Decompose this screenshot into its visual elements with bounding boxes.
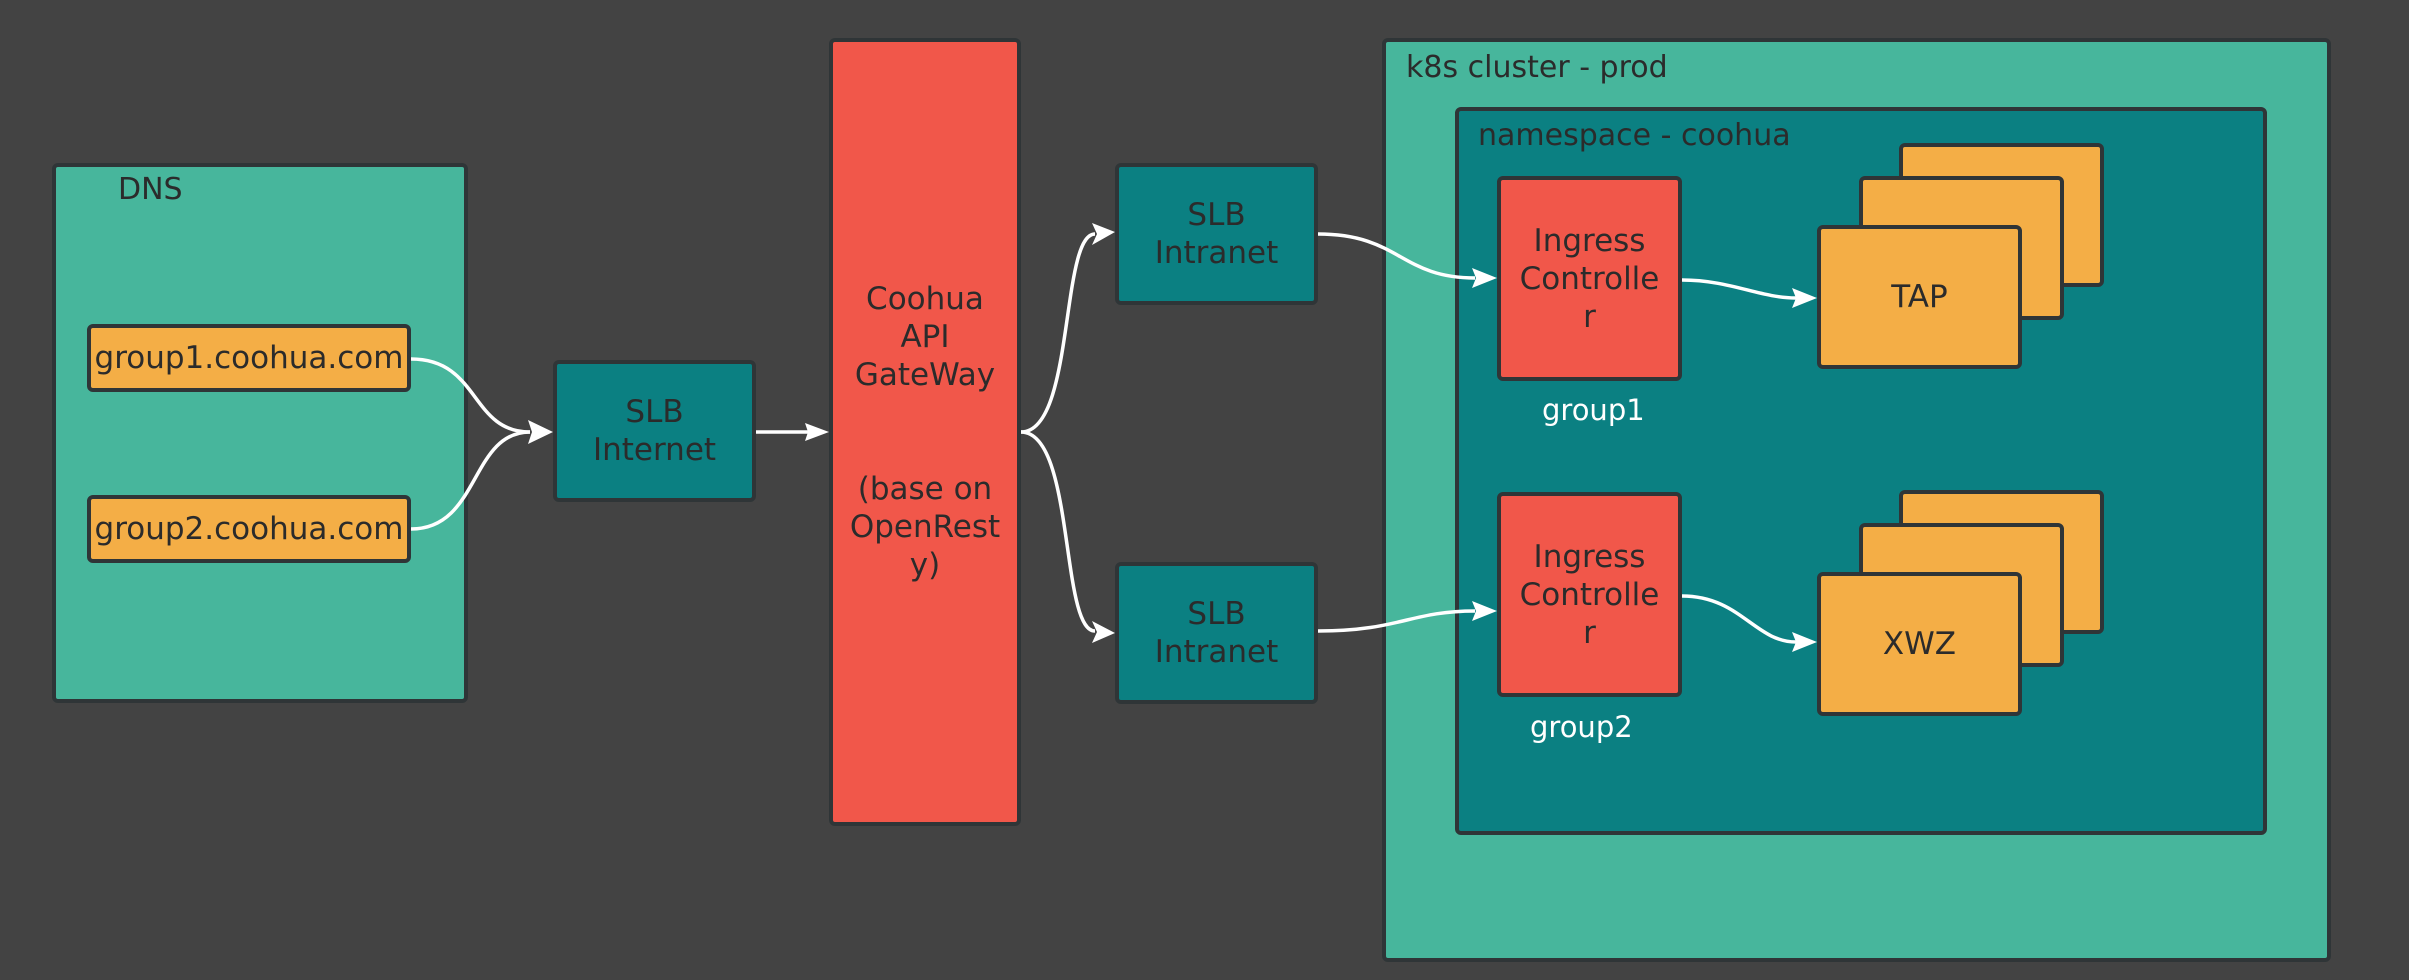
- slb-intranet-top[interactable]: SLB Intranet: [1115, 163, 1318, 305]
- k8s-cluster-title: k8s cluster - prod: [1406, 50, 1668, 85]
- arrowhead-gateway-to-slb-intranet-top: [1092, 223, 1115, 245]
- slb-intranet-top-label: SLB Intranet: [1154, 197, 1279, 271]
- ingress-controller-group2[interactable]: Ingress Controlle r: [1497, 492, 1682, 697]
- domain-group1[interactable]: group1.coohua.com: [87, 324, 411, 392]
- tap-service-label: TAP: [1891, 279, 1948, 315]
- ingress-controller-group1-label: Ingress Controlle r: [1519, 222, 1660, 335]
- arrow-gateway-to-slb-intranet-bottom: [1020, 430, 1096, 633]
- xwz-service[interactable]: XWZ: [1817, 572, 2022, 716]
- arrowhead-slb-internet-to-gateway: [805, 423, 829, 441]
- slb-internet-label: SLB Internet: [592, 394, 717, 468]
- arrowhead-gateway-to-slb-intranet-bottom: [1092, 621, 1115, 643]
- group2-label: group2: [1530, 710, 1633, 744]
- slb-intranet-bottom[interactable]: SLB Intranet: [1115, 562, 1318, 704]
- dns-container: [52, 163, 468, 703]
- domain-group1-label: group1.coohua.com: [94, 340, 404, 376]
- api-gateway[interactable]: Coohua API GateWay (base on OpenRest y): [829, 38, 1021, 826]
- group1-label: group1: [1542, 393, 1645, 427]
- dns-title: DNS: [118, 172, 183, 207]
- namespace-title: namespace - coohua: [1478, 118, 1791, 153]
- tap-service[interactable]: TAP: [1817, 225, 2022, 369]
- ingress-controller-group2-label: Ingress Controlle r: [1519, 538, 1660, 651]
- ingress-controller-group1[interactable]: Ingress Controlle r: [1497, 176, 1682, 381]
- slb-internet[interactable]: SLB Internet: [553, 360, 756, 502]
- domain-group2[interactable]: group2.coohua.com: [87, 495, 411, 563]
- arrowhead-group1-to-slb-internet: [528, 420, 553, 444]
- arrow-gateway-to-slb-intranet-top: [1020, 232, 1096, 434]
- domain-group2-label: group2.coohua.com: [94, 511, 404, 547]
- xwz-service-label: XWZ: [1882, 626, 1957, 662]
- slb-intranet-bottom-label: SLB Intranet: [1154, 596, 1279, 670]
- api-gateway-label: Coohua API GateWay (base on OpenRest y): [849, 281, 1001, 583]
